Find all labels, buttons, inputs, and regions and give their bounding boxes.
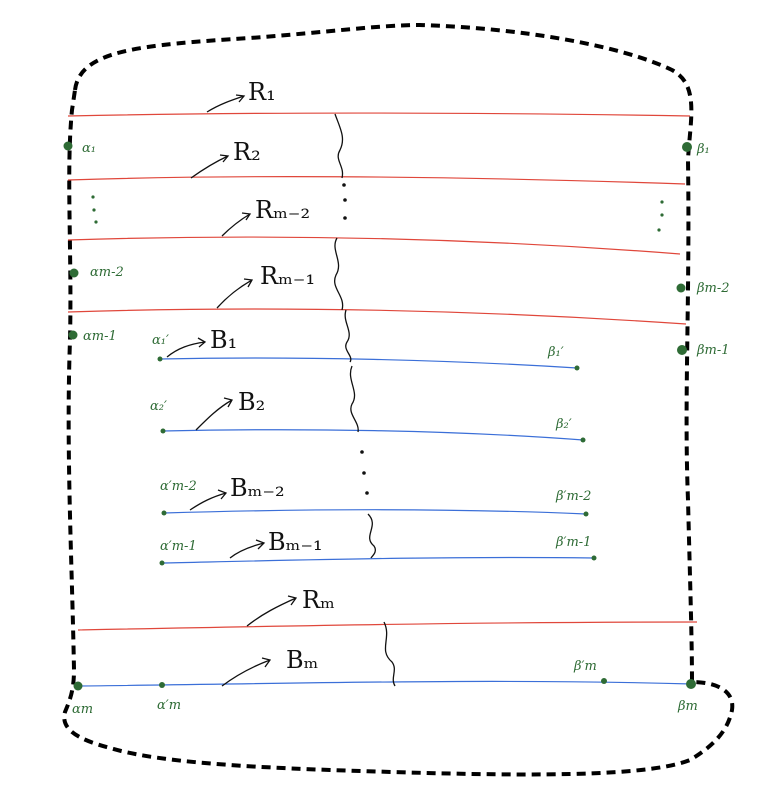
red-curve-rm bbox=[77, 621, 698, 631]
point-alpha-m bbox=[73, 681, 83, 691]
label-alpha-m-prime: α′m bbox=[157, 698, 181, 713]
label-alpha-m: αm bbox=[72, 702, 93, 717]
label-beta-1: β₁ bbox=[696, 142, 710, 157]
label-bm-1: Bₘ₋₁ bbox=[268, 528, 323, 556]
squiggle-r1-r2 bbox=[334, 113, 344, 179]
arrow-r1 bbox=[206, 94, 246, 113]
point-alpha-m-1 bbox=[68, 330, 78, 340]
point-beta-m-prime bbox=[601, 678, 607, 684]
blue-curve-bm-2 bbox=[163, 509, 587, 515]
label-beta-m-prime: β′m bbox=[573, 659, 597, 674]
blue-curve-bm bbox=[77, 680, 693, 687]
point-beta-1-prime bbox=[574, 365, 580, 371]
label-alpha-2-prime: α₂′ bbox=[150, 399, 167, 414]
ellipsis-dot bbox=[91, 195, 95, 199]
squiggle-rm-bm bbox=[383, 621, 396, 687]
label-beta-2-prime: β₂′ bbox=[555, 417, 572, 432]
label-alpha-m-2-prime: α′m-2 bbox=[160, 479, 197, 494]
label-alpha-m-1-prime: α′m-1 bbox=[160, 539, 197, 554]
point-alpha-1 bbox=[63, 141, 73, 151]
point-alpha-m-1-prime bbox=[159, 560, 165, 566]
label-beta-1-prime: β₁′ bbox=[547, 345, 564, 360]
label-alpha-m-2: αm-2 bbox=[90, 265, 124, 280]
label-beta-m-2: βm-2 bbox=[696, 281, 730, 296]
arrow-b2 bbox=[195, 397, 233, 431]
point-alpha-m-2-prime bbox=[161, 510, 167, 516]
point-beta-m bbox=[686, 679, 696, 689]
point-alpha-m-2 bbox=[69, 268, 79, 278]
label-b1: B₁ bbox=[210, 326, 237, 354]
label-beta-m-1-prime: β′m-1 bbox=[555, 535, 591, 550]
point-alpha-1-prime bbox=[157, 356, 163, 362]
point-alpha-2-prime bbox=[160, 428, 166, 434]
label-alpha-1-prime: α₁′ bbox=[152, 333, 169, 348]
point-alpha-m-prime bbox=[159, 682, 165, 688]
label-alpha-m-1: αm-1 bbox=[83, 329, 117, 344]
squiggle-b1-b2 bbox=[349, 365, 359, 433]
label-rm-2: Rₘ₋₂ bbox=[255, 196, 310, 224]
squiggle-rm-2-rm-1 bbox=[334, 237, 344, 311]
label-bm-2: Bₘ₋₂ bbox=[230, 474, 285, 502]
blue-curve-b2 bbox=[162, 429, 584, 441]
label-beta-m: βm bbox=[677, 699, 698, 714]
label-beta-m-2-prime: β′m-2 bbox=[555, 489, 591, 504]
ellipsis-dot bbox=[343, 198, 347, 202]
point-beta-m-1-prime bbox=[591, 555, 597, 561]
dashed-boundary bbox=[62, 23, 735, 777]
label-r1: R₁ bbox=[248, 78, 276, 106]
arrow-bm bbox=[221, 657, 272, 687]
red-curve-rm-1 bbox=[67, 308, 687, 325]
blue-curve-b1 bbox=[159, 357, 578, 369]
arrow-rm-2 bbox=[221, 212, 252, 237]
label-r2: R₂ bbox=[233, 138, 261, 166]
red-curve-r1 bbox=[67, 112, 691, 117]
ellipsis-dot bbox=[365, 491, 369, 495]
label-alpha-1: α₁ bbox=[82, 141, 96, 156]
ellipsis-dot bbox=[92, 208, 96, 212]
blue-curve-bm-1 bbox=[161, 556, 595, 564]
point-beta-m-2-prime bbox=[583, 511, 589, 517]
label-rm-1: Rₘ₋₁ bbox=[260, 262, 315, 290]
squiggle-bm-2-bm-1 bbox=[367, 513, 377, 559]
ellipsis-dot bbox=[657, 228, 661, 232]
ellipsis-dot bbox=[660, 200, 664, 204]
arrow-r2 bbox=[190, 154, 230, 179]
arrow-rm-1 bbox=[216, 278, 254, 309]
squiggle-rm-1-b1 bbox=[344, 309, 352, 363]
label-bm: Bₘ bbox=[286, 646, 318, 674]
ellipsis-dot bbox=[660, 213, 664, 217]
red-curve-r2 bbox=[67, 175, 686, 185]
point-beta-m-2 bbox=[676, 283, 686, 293]
label-b2: B₂ bbox=[238, 388, 265, 416]
point-beta-m-1 bbox=[677, 345, 687, 355]
point-beta-1 bbox=[682, 142, 692, 152]
arrow-bm-1 bbox=[229, 539, 266, 559]
arrow-bm-2 bbox=[189, 489, 228, 511]
label-beta-m-1: βm-1 bbox=[696, 343, 730, 358]
label-rm: Rₘ bbox=[302, 586, 335, 614]
ellipsis-dot bbox=[342, 183, 346, 187]
ellipsis-dot bbox=[360, 450, 364, 454]
ellipsis-dot bbox=[343, 216, 347, 220]
red-curve-rm-2 bbox=[67, 236, 681, 255]
arrow-rm bbox=[246, 595, 298, 627]
arrow-b1 bbox=[166, 337, 207, 358]
ellipsis-dot bbox=[362, 471, 366, 475]
ellipsis-dot bbox=[94, 220, 98, 224]
point-beta-2-prime bbox=[580, 437, 586, 443]
